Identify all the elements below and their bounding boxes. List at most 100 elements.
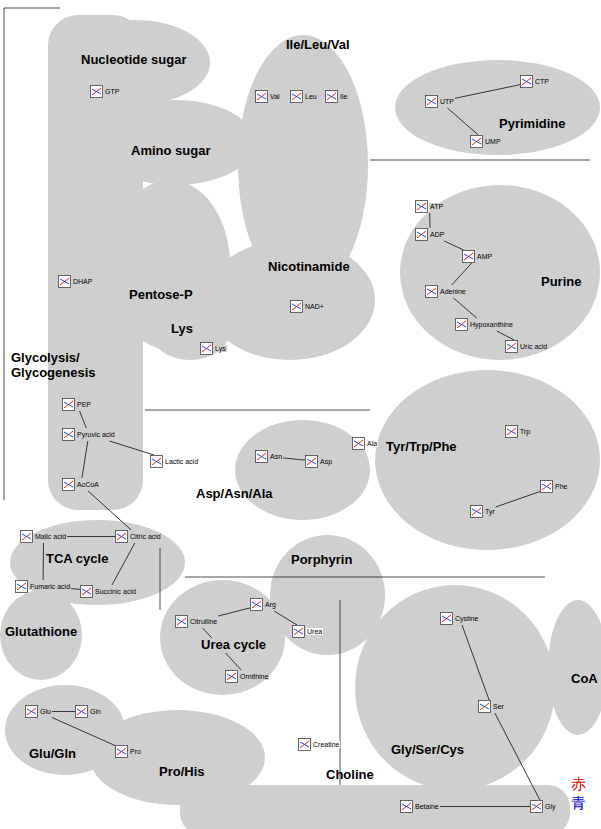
trunk-line — [145, 410, 370, 411]
metabolite-name: Pro — [129, 748, 142, 755]
region-shape — [235, 420, 370, 520]
metabolite-node: AMP — [462, 250, 493, 263]
red-trend — [522, 78, 531, 85]
trend-icon — [292, 625, 305, 638]
pathway-region: TCA cycleMalic acidCitric acidFumaric ac… — [10, 520, 185, 605]
trend-icon — [470, 135, 483, 148]
pathway-region: Pro/HisPro — [90, 710, 265, 805]
region-shape — [180, 785, 570, 829]
trend-icon — [255, 90, 268, 103]
icon-frame — [151, 456, 163, 468]
icon-frame — [426, 286, 438, 298]
icon-frame — [441, 613, 453, 625]
pathway-region: Ile/Leu/ValValLeuIle — [238, 35, 368, 295]
icon-frame — [416, 229, 428, 241]
trend-icon — [225, 670, 238, 683]
red-trend — [17, 583, 26, 590]
icon-frame — [471, 136, 483, 148]
metabolite-node: Citric acid — [115, 530, 162, 543]
blue-trend — [457, 322, 466, 327]
metabolite-node: Tyr — [470, 505, 496, 518]
red-trend — [354, 440, 363, 447]
trend-icon — [58, 275, 71, 288]
trend-icon — [400, 800, 413, 813]
metabolite-node: Arg — [250, 598, 277, 611]
trend-icon — [62, 398, 75, 411]
icon-frame — [256, 91, 268, 103]
icon-frame — [251, 599, 263, 611]
metabolite-node: ATP — [415, 200, 444, 213]
metabolite-name: Creatine — [312, 741, 340, 748]
blue-trend — [464, 254, 473, 259]
blue-trend — [252, 602, 261, 607]
metabolite-name: ATP — [429, 203, 444, 210]
metabolite-name: AMP — [476, 253, 493, 260]
icon-frame — [463, 251, 475, 263]
red-trend — [300, 741, 309, 748]
icon-frame — [426, 96, 438, 108]
metabolite-node: Succinic acid — [80, 585, 137, 598]
pathway-region: LysLys — [150, 300, 230, 360]
blue-trend — [292, 304, 301, 309]
icon-frame — [63, 399, 75, 411]
pathway-region: Gly/Ser/CysCystineSer — [355, 585, 555, 790]
icon-frame — [21, 531, 33, 543]
region-label: Nicotinamide — [267, 260, 351, 275]
blue-trend — [117, 749, 126, 754]
icon-frame — [541, 481, 553, 493]
trend-icon — [290, 300, 303, 313]
blue-trend — [472, 509, 481, 514]
pathway-region: NicotinamideNAD+ — [205, 240, 375, 360]
red-trend — [427, 288, 436, 295]
trend-icon — [62, 428, 75, 441]
icon-frame — [16, 581, 28, 593]
icon-frame — [116, 746, 128, 758]
blue-trend — [17, 584, 26, 589]
region-shape — [205, 240, 375, 360]
region-label: Asp/Asn/Ala — [195, 487, 274, 502]
blue-trend — [300, 742, 309, 747]
icon-frame — [506, 341, 518, 353]
region-label: Choline — [325, 768, 375, 783]
trunk-line — [4, 8, 5, 500]
metabolite-node: Ala — [352, 437, 378, 450]
blue-trend — [92, 89, 101, 94]
icon-frame — [299, 739, 311, 751]
red-trend — [307, 458, 316, 465]
metabolite-name: Ornithine — [239, 673, 269, 680]
metabolite-node: DHAP — [58, 275, 93, 288]
metabolite-name: Lys — [214, 345, 227, 352]
pathway-region: PyrimidineCTPUTPUMP — [395, 60, 600, 155]
metabolite-node: Leu — [290, 90, 318, 103]
pathway-region: Tyr/Trp/PheTrpPheTyr — [375, 370, 600, 550]
blue-trend — [82, 589, 91, 594]
red-trend — [532, 803, 541, 810]
region-shape — [375, 370, 600, 550]
metabolite-node: Fumaric acid — [15, 580, 71, 593]
trend-icon — [425, 285, 438, 298]
red-trend — [457, 321, 466, 328]
pathway-region: PurineATPADPAMPAdenineHypoxanthineUric a… — [400, 185, 600, 360]
metabolite-node: Lactic acid — [150, 455, 199, 468]
icon-frame — [116, 531, 128, 543]
metabolite-node: Glu — [25, 705, 52, 718]
metabolite-node: ADP — [415, 228, 445, 241]
metabolite-name: Succinic acid — [94, 588, 137, 595]
metabolite-name: Val — [269, 93, 281, 100]
metabolite-name: Betaine — [414, 803, 440, 810]
trend-icon — [150, 455, 163, 468]
icon-frame — [256, 451, 268, 463]
region-label: TCA cycle — [45, 552, 109, 567]
metabolite-node: Val — [255, 90, 281, 103]
icon-frame — [326, 91, 338, 103]
red-trend — [177, 618, 186, 625]
red-trend — [257, 453, 266, 460]
region-label: Purine — [540, 275, 582, 290]
pathway-region: Urea cycleCitrullineArgOrnithine — [160, 580, 285, 695]
red-trend — [92, 88, 101, 95]
metabolite-name: Citric acid — [129, 533, 162, 540]
red-trend — [427, 98, 436, 105]
icon-frame — [81, 586, 93, 598]
metabolite-node: Asn — [255, 450, 283, 463]
trend-icon — [415, 228, 428, 241]
